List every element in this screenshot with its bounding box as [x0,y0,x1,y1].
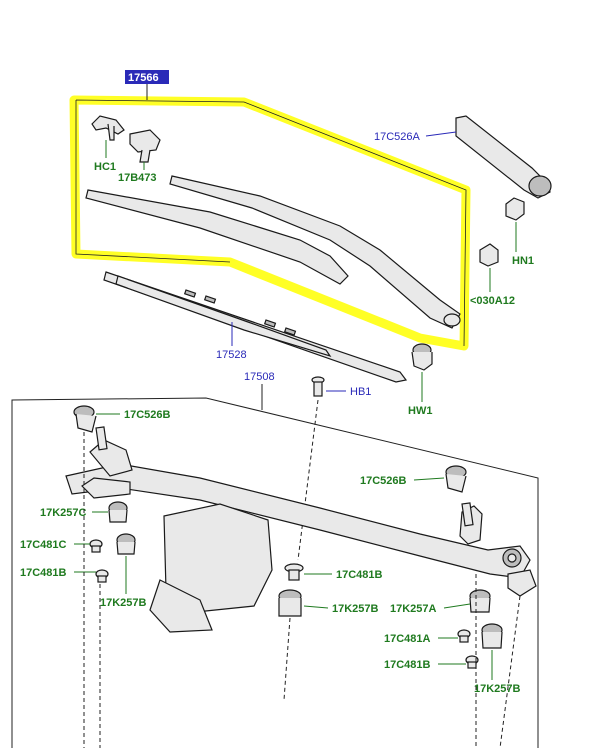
c481c-label: 17C481C [20,539,67,551]
b473-label: 17B473 [118,172,157,184]
washer-030a12-label: <030A12 [470,295,515,307]
c481b-left-label: 17C481B [20,567,67,579]
c481b-right-part [465,655,479,669]
hc1-label: HC1 [94,161,116,173]
assembly-badge [125,70,169,84]
wiper-blade-label: 17528 [216,349,247,361]
k257c-bush-part [108,501,128,523]
arm-cap-part [455,115,552,199]
dashed-right-2 [499,595,521,748]
k257a-bush-part [469,589,491,613]
k257c-label: 17K257C [40,507,87,519]
k257a-label: 17K257A [390,603,437,615]
k257b-left-part [116,533,136,555]
c526b-left-label: 17C526B [124,409,171,421]
k257b-left-label: 17K257B [100,597,147,609]
c526b-left-part [73,405,108,451]
hn1-label: HN1 [512,255,534,267]
k257b-right-part [481,623,503,649]
hb1-bolt-part [311,376,325,397]
c481a-washer-part [457,629,471,643]
k257a-leader [443,603,471,609]
c526b-right-label: 17C526B [360,475,407,487]
c481b-center-label: 17C481B [336,569,383,581]
c481b-right-label: 17C481B [384,659,431,671]
arm-cap-leader [425,131,457,137]
k257b-center-label: 17K257B [332,603,379,615]
k257b-center-leader [303,605,329,609]
c526b-right-leader [413,477,445,481]
linkage-label: 17508 [244,371,275,383]
hw1-grommet-part [411,343,433,371]
arm-cap-label: 17C526A [374,131,421,143]
hn1-nut-part [505,197,525,221]
c481b-center-part [284,563,304,581]
linkage-mechanism-part [65,439,537,633]
wiper-blade-part [103,271,408,383]
linkage-frame [11,397,539,748]
dashed-center [283,617,291,701]
washer-030a12-part [479,243,499,267]
hb1-dashed-line [297,399,319,561]
c481a-label: 17C481A [384,633,431,645]
c481c-washer-part [89,539,103,553]
k257b-right-label: 17K257B [474,683,521,695]
wiper-arm-part [85,175,461,329]
c481b-left-part [95,569,109,583]
group-bracket [75,99,467,347]
c526b-right-part [445,465,474,527]
hc1-clip-part [91,115,125,141]
hw1-label: HW1 [408,405,432,417]
b473-adapter-part [129,129,161,163]
k257b-center-part [278,589,302,617]
hb1-label: HB1 [350,386,371,398]
assembly-number: 17566 [128,72,159,84]
